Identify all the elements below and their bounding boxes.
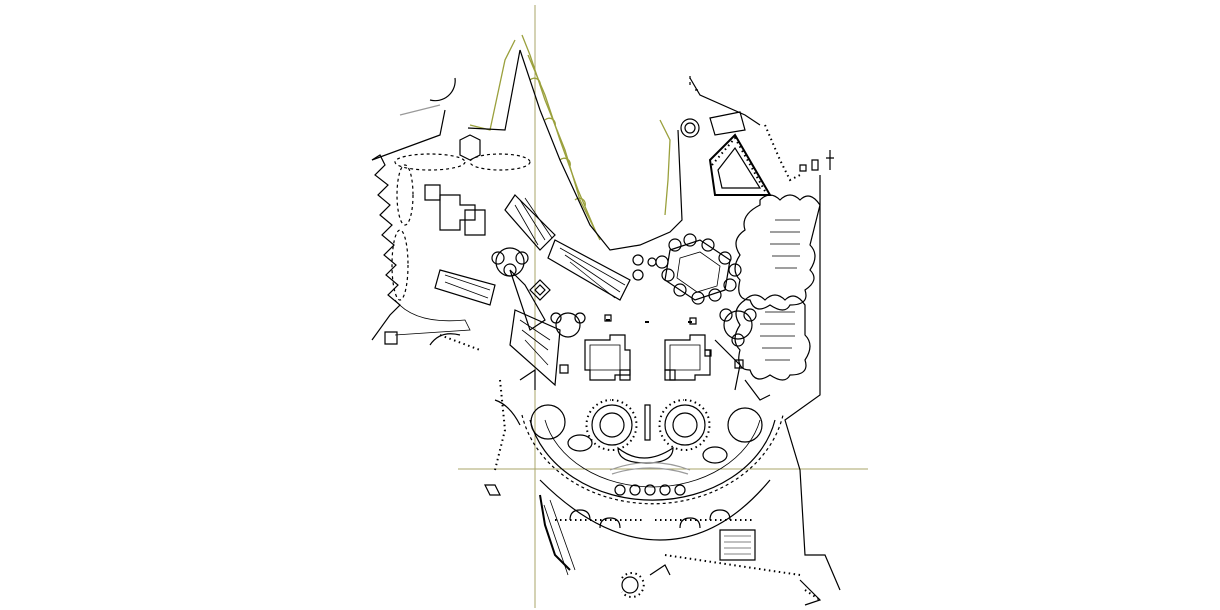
east-colonnade bbox=[714, 194, 821, 401]
northwest-wing bbox=[384, 134, 531, 345]
outer-boundary bbox=[371, 49, 841, 591]
olive-layer-walls bbox=[469, 34, 671, 241]
south-details bbox=[621, 529, 822, 606]
southwest-wall bbox=[429, 333, 576, 576]
misc-marks bbox=[559, 159, 819, 374]
cross-wings bbox=[434, 194, 631, 387]
southern-crescent bbox=[521, 399, 784, 541]
upper-cloister bbox=[632, 233, 742, 305]
crosshair bbox=[458, 5, 868, 608]
central-blocks bbox=[584, 319, 711, 381]
